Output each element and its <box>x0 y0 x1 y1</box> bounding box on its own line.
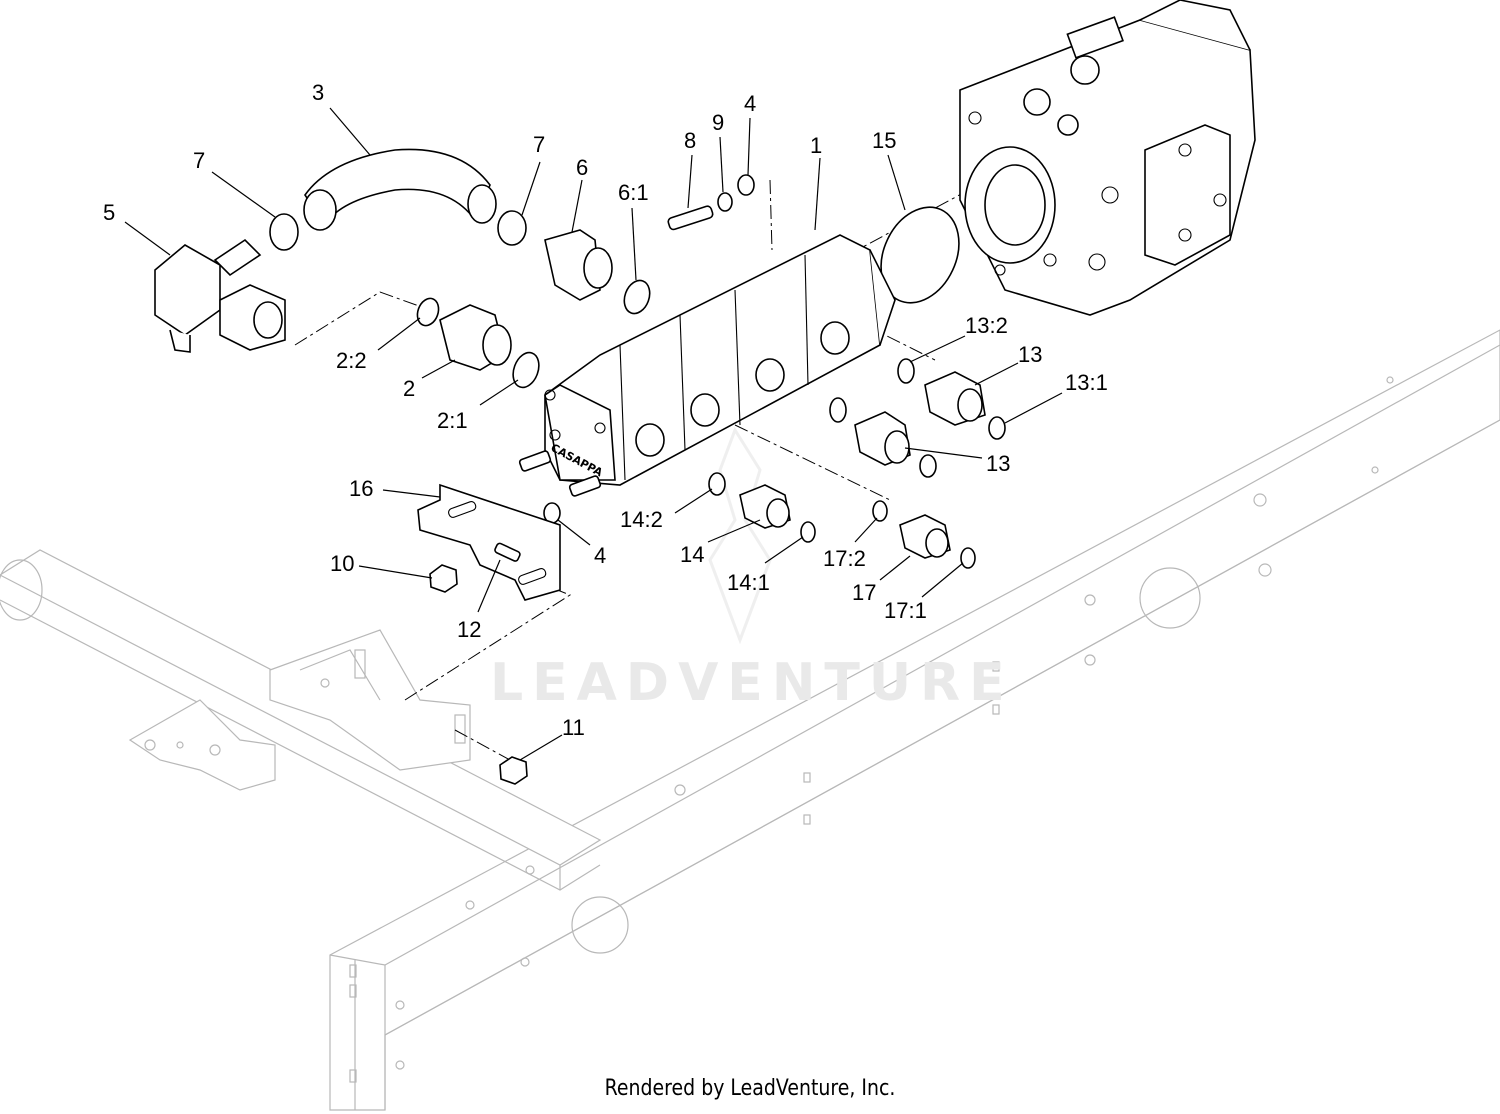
callout-6-1: 6:1 <box>618 180 649 205</box>
oring-15 <box>880 206 960 304</box>
callout-11: 11 <box>562 715 585 740</box>
callout-14: 14 <box>680 542 704 567</box>
oring-13-lower-a <box>829 397 847 423</box>
oring-2-1 <box>512 351 540 389</box>
fitting-13-lower <box>854 411 911 466</box>
watermark-text: LEADVENTURE <box>490 653 1014 713</box>
callout-6: 6 <box>576 155 588 180</box>
frame-crossmember <box>0 549 602 891</box>
callout-15: 15 <box>872 128 896 153</box>
oring-17-2 <box>872 500 888 522</box>
bracket-16 <box>417 483 561 601</box>
oring-13-lower-b <box>919 454 937 478</box>
oring-13-1 <box>988 416 1006 440</box>
oring-14-2 <box>708 472 726 496</box>
callout-2-2: 2:2 <box>336 348 367 373</box>
callout-4-bottom: 4 <box>594 543 606 568</box>
callout-17-2: 17:2 <box>823 546 866 571</box>
callout-14-2: 14:2 <box>620 507 663 532</box>
leader-lines <box>124 107 1063 761</box>
callout-3: 3 <box>312 80 324 105</box>
elbow-fitting-5 <box>154 238 286 353</box>
bolt-8 <box>667 205 714 231</box>
callouts: 3 7 5 7 6 6:1 8 9 4 1 15 2:2 2 2:1 13:2 … <box>103 80 1108 740</box>
callout-1: 1 <box>810 133 822 158</box>
callout-12: 12 <box>457 617 481 642</box>
fitting-14 <box>739 484 791 529</box>
footer-credit: Rendered by LeadVenture, Inc. <box>604 1076 896 1101</box>
callout-13-2: 13:2 <box>965 313 1008 338</box>
clamp-7-left <box>269 213 299 251</box>
callout-4-top: 4 <box>744 91 756 116</box>
callout-16: 16 <box>349 476 373 501</box>
frame-mount-bracket <box>128 629 471 791</box>
fitting-13-upper <box>924 371 986 426</box>
gear-pump: CASAPPA <box>518 234 896 497</box>
callout-2-1: 2:1 <box>437 408 468 433</box>
fitting-6 <box>544 229 613 301</box>
callout-7-right: 7 <box>533 132 545 157</box>
hydrostatic-pump <box>959 0 1256 316</box>
fitting-2 <box>439 304 512 371</box>
callout-9: 9 <box>712 110 724 135</box>
callout-17: 17 <box>852 580 876 605</box>
callout-13-upper: 13 <box>1018 342 1042 367</box>
watermark-logo-icon <box>708 426 772 645</box>
oring-13-2 <box>897 358 915 384</box>
callout-14-1: 14:1 <box>727 570 770 595</box>
fitting-17 <box>899 514 951 559</box>
callout-7-left: 7 <box>193 148 205 173</box>
callout-17-1: 17:1 <box>884 598 927 623</box>
washer-4-top <box>737 174 755 196</box>
oring-2-2 <box>416 297 440 327</box>
frame-rail <box>329 329 1500 1111</box>
callout-5: 5 <box>103 200 115 225</box>
washer-9 <box>717 192 733 212</box>
nut-11 <box>499 756 528 785</box>
callout-2: 2 <box>403 376 415 401</box>
oring-17-1 <box>960 547 976 569</box>
callout-13-1: 13:1 <box>1065 370 1108 395</box>
callout-13-lower: 13 <box>986 451 1010 476</box>
bolt-12 <box>494 542 521 562</box>
callout-10: 10 <box>330 551 354 576</box>
oring-14-1 <box>800 521 816 543</box>
clamp-7-right <box>497 210 527 246</box>
callout-8: 8 <box>684 128 696 153</box>
oring-6-1 <box>623 279 651 315</box>
hose-3 <box>303 148 497 231</box>
nut-10 <box>429 564 458 593</box>
